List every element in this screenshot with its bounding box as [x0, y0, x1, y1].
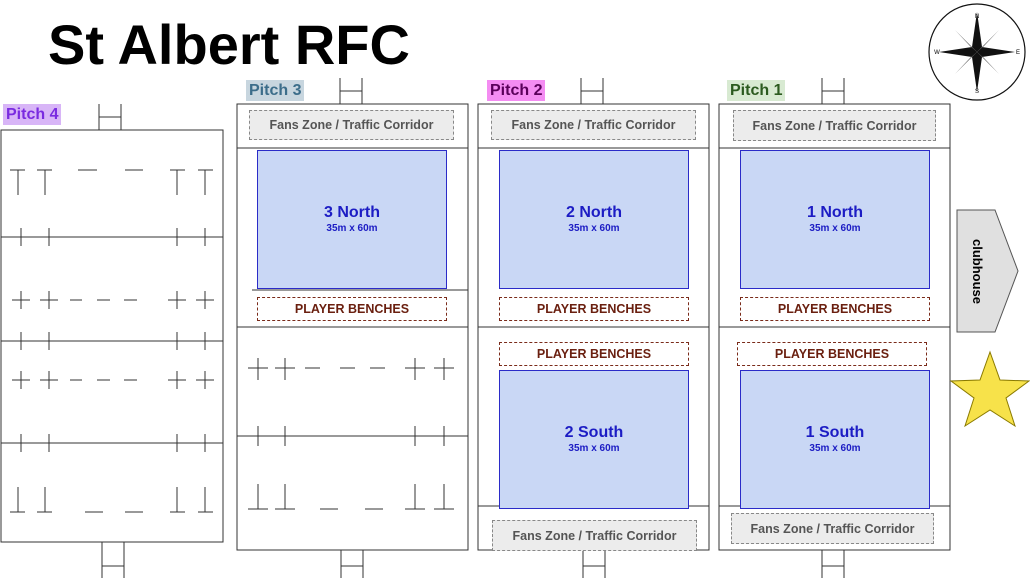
compass-e: E [1016, 50, 1020, 56]
goal-post-top-p4 [98, 104, 122, 130]
zone-1-south-name: 1 South [805, 424, 865, 441]
goal-post-bottom-p1 [821, 550, 845, 578]
zone-2-north-name: 2 North [566, 204, 622, 221]
pitch-4-label: Pitch 4 [3, 104, 62, 125]
pitch-4-field [0, 129, 224, 543]
zone-2-south-name: 2 South [564, 424, 624, 441]
compass-rose-icon: N S W E [928, 3, 1026, 101]
goal-post-bottom-p4 [101, 542, 125, 578]
zone-2-north: 2 North 35m x 60m [499, 150, 689, 289]
fans-zone-bottom-p1: Fans Zone / Traffic Corridor [731, 513, 934, 544]
zone-1-north-dim: 35m x 60m [809, 223, 861, 234]
goal-post-top-p1 [821, 78, 845, 104]
compass-n: N [975, 14, 979, 20]
player-benches-2-north: PLAYER BENCHES [499, 297, 689, 321]
zone-3-north-name: 3 North [324, 204, 380, 221]
fans-zone-bottom-p2: Fans Zone / Traffic Corridor [492, 520, 697, 551]
zone-1-north-name: 1 North [807, 204, 863, 221]
zone-2-south-dim: 35m x 60m [568, 443, 620, 454]
player-benches-1-north: PLAYER BENCHES [740, 297, 930, 321]
compass-s: S [975, 89, 979, 95]
page-title: St Albert RFC [48, 13, 410, 76]
player-benches-3-north: PLAYER BENCHES [257, 297, 447, 321]
fans-zone-top-p3: Fans Zone / Traffic Corridor [249, 110, 454, 140]
pitch-1-label: Pitch 1 [727, 80, 786, 101]
zone-2-south: 2 South 35m x 60m [499, 370, 689, 509]
goal-post-bottom-p2 [582, 550, 606, 578]
clubhouse-label-wrap: clubhouse [957, 210, 997, 332]
zone-1-south: 1 South 35m x 60m [740, 370, 930, 509]
fans-zone-top-p2: Fans Zone / Traffic Corridor [491, 110, 696, 140]
goal-post-bottom-p3 [340, 550, 364, 578]
fans-zone-top-p1: Fans Zone / Traffic Corridor [733, 110, 936, 141]
zone-3-north: 3 North 35m x 60m [257, 150, 447, 289]
zone-2-north-dim: 35m x 60m [568, 223, 620, 234]
compass-w: W [934, 50, 940, 56]
star-icon [949, 350, 1030, 428]
player-benches-1-south: PLAYER BENCHES [737, 342, 927, 366]
clubhouse-label: clubhouse [969, 238, 985, 304]
clubhouse-shape [956, 209, 1019, 333]
pitch-2-label: Pitch 2 [487, 80, 546, 101]
player-benches-2-south: PLAYER BENCHES [499, 342, 689, 366]
zone-1-south-dim: 35m x 60m [809, 443, 861, 454]
goal-post-top-p3 [339, 78, 363, 104]
pitch-3-label: Pitch 3 [246, 80, 305, 101]
zone-3-north-dim: 35m x 60m [326, 223, 378, 234]
goal-post-top-p2 [580, 78, 604, 104]
zone-1-north: 1 North 35m x 60m [740, 150, 930, 289]
